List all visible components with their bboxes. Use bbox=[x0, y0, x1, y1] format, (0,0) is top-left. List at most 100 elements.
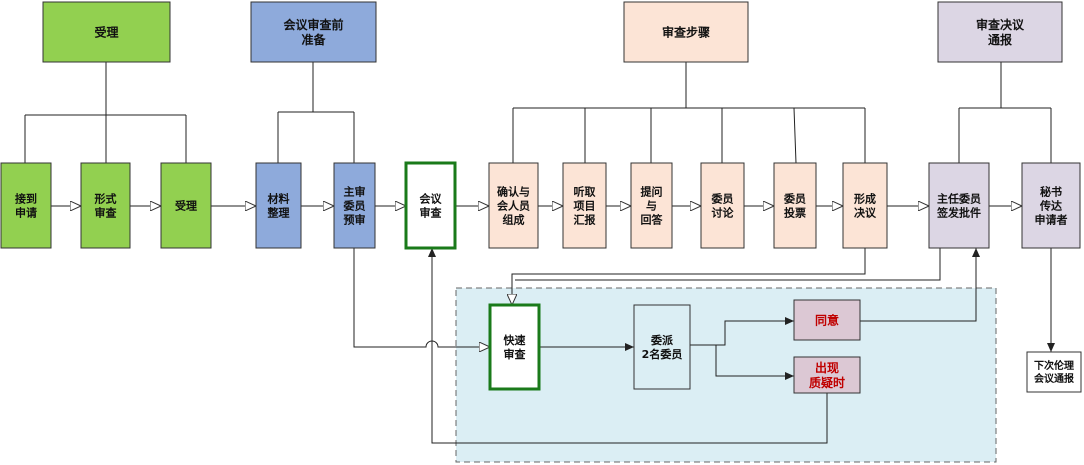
issue-raised-box-shape bbox=[793, 356, 861, 394]
step-qa-label: 提问 bbox=[641, 184, 663, 198]
step-notify-label: 传达 bbox=[1039, 198, 1062, 212]
step-qa-label: 回答 bbox=[641, 212, 664, 226]
header-reception-shape bbox=[42, 1, 171, 63]
step-decide-label: 决议 bbox=[854, 205, 877, 219]
step-material-label: 整理 bbox=[267, 205, 290, 219]
header-reception-connector bbox=[24, 62, 187, 163]
header-prep-connector bbox=[277, 62, 355, 163]
step-notify-label: 申请者 bbox=[1035, 212, 1068, 226]
boxes: 受理会议审查前准备审查步骤审查决议通报接到申请形式审查受理材料整理主审委员预审会… bbox=[0, 1, 1082, 394]
agree-box: 同意 bbox=[793, 299, 861, 341]
step-sign-shape bbox=[928, 162, 990, 249]
step-meeting-shape bbox=[404, 161, 457, 250]
assign-two-members-box-shape bbox=[633, 304, 691, 390]
sign-to-fast-line bbox=[515, 248, 941, 281]
header-steps: 审查步骤 bbox=[623, 1, 749, 63]
header-resolution-label: 审查决议 bbox=[976, 17, 1025, 32]
header-resolution-shape bbox=[937, 1, 1063, 63]
step-meeting-label: 审查 bbox=[420, 205, 442, 219]
header-steps-shape bbox=[623, 1, 749, 63]
step-meeting-label: 会议 bbox=[420, 191, 443, 205]
step-hear-label: 听取 bbox=[574, 184, 596, 198]
step-pre-label: 主审 bbox=[344, 184, 366, 198]
step-notify-label: 秘书 bbox=[1040, 184, 1062, 198]
pre-to-fast-arrow bbox=[353, 248, 490, 347]
header-prep-shape bbox=[250, 1, 377, 63]
next-meeting-box-label: 会议通报 bbox=[1034, 372, 1074, 385]
fast-review-box-label: 审查 bbox=[504, 347, 526, 361]
step-hear-label: 项目 bbox=[574, 199, 596, 212]
step-formal-shape bbox=[80, 162, 131, 249]
issue-raised-box-label: 出现 bbox=[815, 360, 839, 375]
fast-track-panel bbox=[455, 287, 997, 463]
step-accept-shape bbox=[160, 162, 212, 249]
step-pre-label: 委员 bbox=[343, 198, 366, 212]
step-material-label: 材料 bbox=[268, 191, 290, 205]
step-hear-shape bbox=[562, 162, 607, 249]
step-meeting: 会议审查 bbox=[404, 161, 457, 250]
fast-review-box-shape bbox=[488, 303, 541, 391]
next-meeting-box-shape bbox=[1026, 351, 1082, 393]
step-hear-label: 汇报 bbox=[574, 212, 597, 226]
connector-lines bbox=[24, 62, 1055, 444]
step-qa-shape bbox=[630, 162, 673, 249]
assign-two-members-box-label: 2名委员 bbox=[642, 347, 683, 361]
step-apply-label: 申请 bbox=[15, 205, 37, 219]
step-qa-label: 与 bbox=[646, 199, 657, 212]
step-confirm-label: 确认与 bbox=[497, 184, 530, 198]
header-steps-label: 审查步骤 bbox=[662, 24, 710, 39]
step-confirm-label: 组成 bbox=[503, 212, 525, 226]
fast-review-box-label: 快速 bbox=[503, 333, 526, 347]
issue-raised-box-label: 质疑时 bbox=[809, 375, 845, 390]
step-formal-label: 审查 bbox=[95, 205, 117, 219]
step-apply-label: 接到 bbox=[15, 191, 37, 205]
step-apply-shape bbox=[0, 162, 52, 249]
step-pre-shape bbox=[333, 162, 376, 249]
step-decide-shape bbox=[842, 162, 888, 249]
header-reception-label: 受理 bbox=[94, 24, 118, 39]
header-resolution-label: 通报 bbox=[988, 32, 1012, 47]
step-discuss-shape bbox=[700, 162, 745, 249]
decide-to-fast-arrow bbox=[512, 248, 866, 305]
step-formal-label: 形式 bbox=[95, 191, 117, 205]
step-vote-label: 投票 bbox=[784, 205, 806, 219]
header-reception: 受理 bbox=[42, 1, 171, 63]
step-pre-label: 预审 bbox=[344, 212, 366, 226]
step-vote-shape bbox=[773, 162, 817, 249]
step-discuss-label: 委员 bbox=[711, 191, 734, 205]
step-accept-label: 受理 bbox=[175, 198, 197, 212]
assign-to-issue-arrow bbox=[690, 344, 794, 380]
agree-box-label: 同意 bbox=[815, 312, 839, 327]
header-prep-label: 准备 bbox=[301, 32, 326, 47]
header-steps-connector bbox=[512, 62, 866, 164]
step-accept: 受理 bbox=[160, 162, 212, 249]
header-prep-label: 会议审查前 bbox=[283, 17, 343, 32]
assign-two-members-box-label: 委派 bbox=[650, 333, 674, 347]
step-material-shape bbox=[255, 162, 302, 249]
step-decide-label: 形成 bbox=[854, 191, 876, 205]
step-notify-shape bbox=[1021, 162, 1081, 249]
header-resolution-connector bbox=[958, 62, 1052, 163]
step-confirm-shape bbox=[488, 162, 539, 249]
step-discuss-label: 讨论 bbox=[712, 205, 735, 219]
step-vote-label: 委员 bbox=[783, 191, 806, 205]
agree-box-shape bbox=[793, 299, 861, 341]
step-sign-label: 主任委员 bbox=[937, 191, 981, 205]
